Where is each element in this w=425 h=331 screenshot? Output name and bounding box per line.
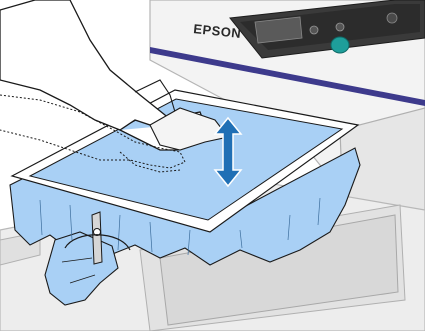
panel-button[interactable] [387, 13, 397, 23]
start-button[interactable] [331, 37, 349, 53]
panel-button[interactable] [336, 23, 344, 31]
panel-button[interactable] [310, 26, 318, 34]
control-panel-screen [255, 17, 302, 43]
